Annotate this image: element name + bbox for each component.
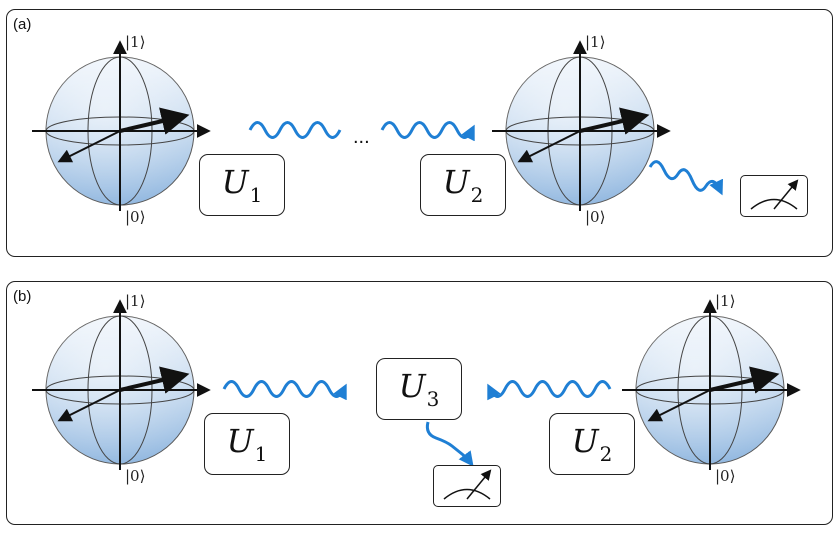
wavy-arrow-icon [380, 121, 475, 142]
ket-one-label: |1⟩ [585, 33, 606, 51]
wavy-arrow-icon [648, 160, 723, 196]
gate-u1: U1 [199, 154, 285, 216]
ket-zero-label: |0⟩ [125, 467, 146, 485]
gate-index: 1 [254, 442, 268, 466]
gate-u3: U3 [376, 358, 462, 420]
gate-u1: U1 [204, 413, 290, 475]
ket-zero-label: |0⟩ [715, 467, 736, 485]
panel-label: (a) [13, 16, 32, 33]
gate-letter: U [442, 163, 470, 201]
ket-zero-label: |0⟩ [125, 208, 146, 226]
gate-u2: U2 [549, 413, 635, 475]
ket-one-label: |1⟩ [125, 33, 146, 51]
gate-letter: U [221, 163, 249, 201]
ellipsis: ... [353, 126, 370, 148]
ket-zero-label: |0⟩ [585, 208, 606, 226]
gate-index: 1 [249, 183, 263, 207]
bloch-sphere-icon [622, 302, 798, 470]
gate-index: 3 [426, 387, 440, 411]
ket-one-label: |1⟩ [715, 292, 736, 310]
ket-one-label: |1⟩ [125, 292, 146, 310]
meter-icon [740, 175, 808, 217]
gate-u2: U2 [420, 154, 506, 216]
panel-label: (b) [13, 288, 32, 305]
wavy-arrow-icon [248, 121, 342, 139]
wavy-arrow-icon [487, 380, 612, 401]
bloch-sphere-icon [32, 302, 208, 470]
gate-index: 2 [470, 183, 484, 207]
wavy-arrow-icon [222, 380, 347, 401]
bloch-sphere-icon [492, 43, 668, 211]
bloch-sphere-icon [32, 43, 208, 211]
meter-icon [433, 465, 501, 507]
gate-letter: U [571, 422, 599, 460]
gate-letter: U [398, 367, 426, 405]
gate-letter: U [226, 422, 254, 460]
gate-index: 2 [599, 442, 613, 466]
wavy-arrow-icon [425, 421, 474, 467]
